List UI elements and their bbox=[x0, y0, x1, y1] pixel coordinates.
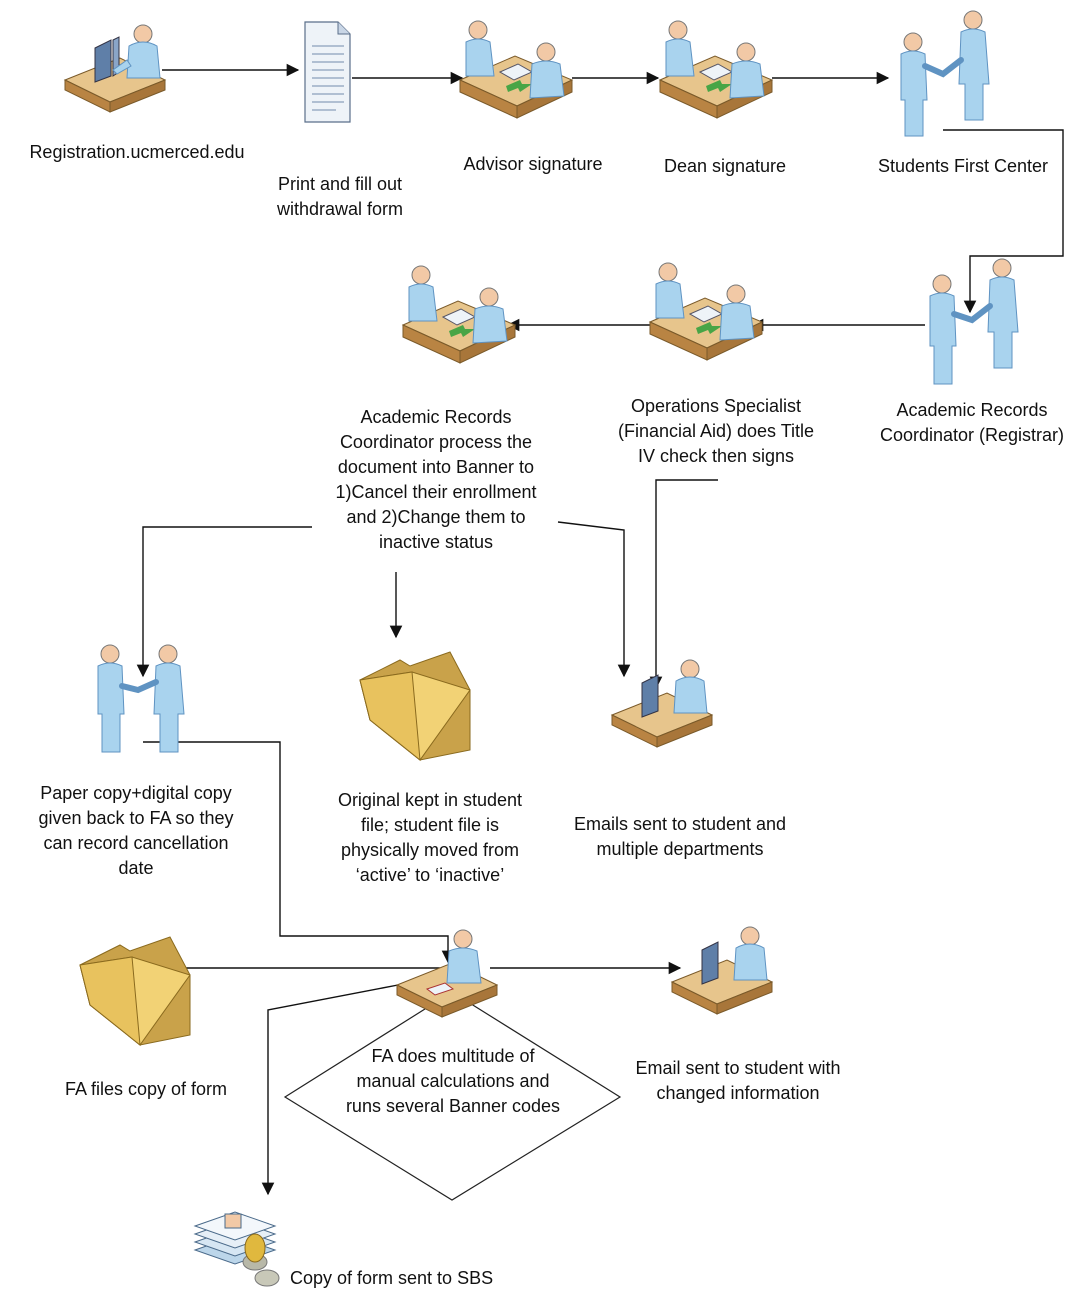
handshake-students-first-icon bbox=[900, 10, 990, 137]
computer-emails-icon bbox=[610, 659, 714, 748]
label-sbs: Copy of form sent to SBS bbox=[290, 1268, 494, 1288]
arrow-students-first-to-registrar bbox=[943, 129, 1064, 314]
document-form-icon bbox=[304, 21, 351, 123]
meeting-desk-dean-icon bbox=[658, 20, 774, 119]
meeting-desk-arc-icon bbox=[401, 265, 517, 364]
handshake-registrar-icon bbox=[929, 258, 1019, 385]
arrow-arc-to-emails bbox=[557, 521, 631, 678]
handshake-paper-copy-icon bbox=[97, 644, 185, 753]
folder-student-file-icon bbox=[359, 651, 471, 762]
label-operations-specialist: Operations Specialist(Financial Aid) doe… bbox=[617, 396, 815, 466]
folder-fa-files-icon bbox=[79, 936, 191, 1047]
decision-diamond bbox=[283, 991, 622, 1201]
label-fa-files: FA files copy of form bbox=[64, 1079, 228, 1099]
label-registration: Registration.ucmerced.edu bbox=[29, 142, 245, 162]
connectors bbox=[136, 63, 1064, 1196]
computer-workstation-icon bbox=[63, 24, 167, 113]
arrow-fa-to-sbs bbox=[261, 984, 399, 1196]
computer-fa-icon bbox=[395, 929, 499, 1018]
arrow-paper-copy-to-fa bbox=[143, 741, 455, 964]
label-dean-signature: Dean signature bbox=[663, 156, 787, 176]
arrow-ops-to-emails bbox=[649, 479, 718, 690]
label-advisor-signature: Advisor signature bbox=[463, 154, 603, 174]
meeting-desk-ops-icon bbox=[648, 262, 764, 361]
computer-email-changed-icon bbox=[670, 926, 774, 1015]
arrow-arc-to-paper-copy bbox=[136, 526, 312, 678]
meeting-desk-advisor-icon bbox=[458, 20, 574, 119]
stacked-forms-sbs-icon bbox=[193, 1211, 280, 1287]
label-students-first-center: Students First Center bbox=[877, 156, 1049, 176]
